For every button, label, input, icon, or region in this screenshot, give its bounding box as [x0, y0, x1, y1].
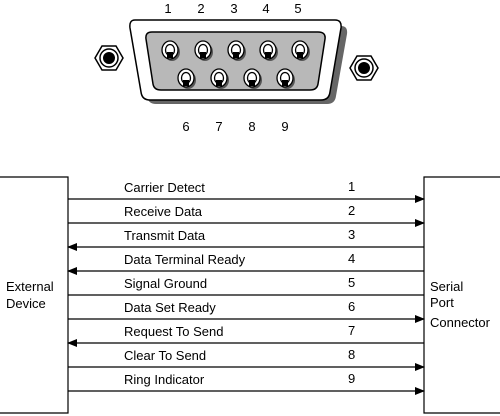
- serial-port-label-line3: Connector: [430, 315, 491, 330]
- serial-port-label-line2: Port: [430, 295, 454, 310]
- pin-number-label: 2: [197, 1, 204, 16]
- pin-socket-icon: [243, 68, 262, 89]
- db9-connector: 1 2 3 4 5 6 7 8 9: [94, 1, 379, 134]
- signal-row: Ring Indicator 9: [68, 371, 425, 395]
- signal-pin-label: 9: [348, 371, 355, 386]
- signal-pin-label: 5: [348, 275, 355, 290]
- pin-number-label: 9: [281, 119, 288, 134]
- signal-row: Data Terminal Ready 4: [67, 251, 424, 275]
- pin-number-label: 4: [262, 1, 269, 16]
- signal-name-label: Transmit Data: [124, 228, 206, 243]
- signal-name-label: Data Set Ready: [124, 300, 216, 315]
- signal-row: Carrier Detect 1: [68, 179, 425, 203]
- pin-socket-icon: [210, 68, 229, 89]
- external-device-box: [0, 176, 69, 414]
- signal-pin-label: 8: [348, 347, 355, 362]
- signal-pin-label: 1: [348, 179, 355, 194]
- signal-pin-label: 3: [348, 227, 355, 242]
- pin-socket-icon: [259, 40, 278, 61]
- signal-row: Clear To Send 8: [68, 347, 425, 371]
- pin-socket-icon: [177, 68, 196, 89]
- signal-name-label: Clear To Send: [124, 348, 206, 363]
- signal-name-label: Data Terminal Ready: [124, 252, 246, 267]
- pin-number-label: 6: [182, 119, 189, 134]
- signal-name-label: Request To Send: [124, 324, 224, 339]
- pin-number-label: 3: [230, 1, 237, 16]
- signal-name-label: Carrier Detect: [124, 180, 205, 195]
- signal-pin-label: 4: [348, 251, 355, 266]
- right-screw-icon: [349, 55, 379, 81]
- signal-pin-label: 2: [348, 203, 355, 218]
- pin-number-label: 5: [294, 1, 301, 16]
- signal-name-label: Signal Ground: [124, 276, 207, 291]
- left-screw-icon: [94, 45, 124, 71]
- signal-row: Request To Send 7: [67, 323, 424, 347]
- pin-number-label: 7: [215, 119, 222, 134]
- signal-pin-label: 7: [348, 323, 355, 338]
- pin-socket-icon: [276, 68, 295, 89]
- signal-pin-label: 6: [348, 299, 355, 314]
- external-device-label: External: [6, 279, 54, 294]
- pin-socket-icon: [291, 40, 310, 61]
- signal-row: Data Set Ready 6: [68, 299, 425, 323]
- signal-name-label: Receive Data: [124, 204, 203, 219]
- pin-number-label: 8: [248, 119, 255, 134]
- pin-socket-icon: [227, 40, 246, 61]
- signal-row: Signal Ground 5: [68, 275, 424, 296]
- serial-port-label: Serial: [430, 279, 463, 294]
- signal-row: Receive Data 2: [68, 203, 425, 227]
- external-device-label-line2: Device: [6, 296, 46, 311]
- signal-row: Transmit Data 3: [67, 227, 424, 251]
- pin-socket-icon: [161, 40, 180, 61]
- pin-number-label: 1: [164, 1, 171, 16]
- pin-socket-icon: [194, 40, 213, 61]
- signal-name-label: Ring Indicator: [124, 372, 205, 387]
- signal-diagram: External Device Serial Port Connector Ca…: [0, 176, 500, 414]
